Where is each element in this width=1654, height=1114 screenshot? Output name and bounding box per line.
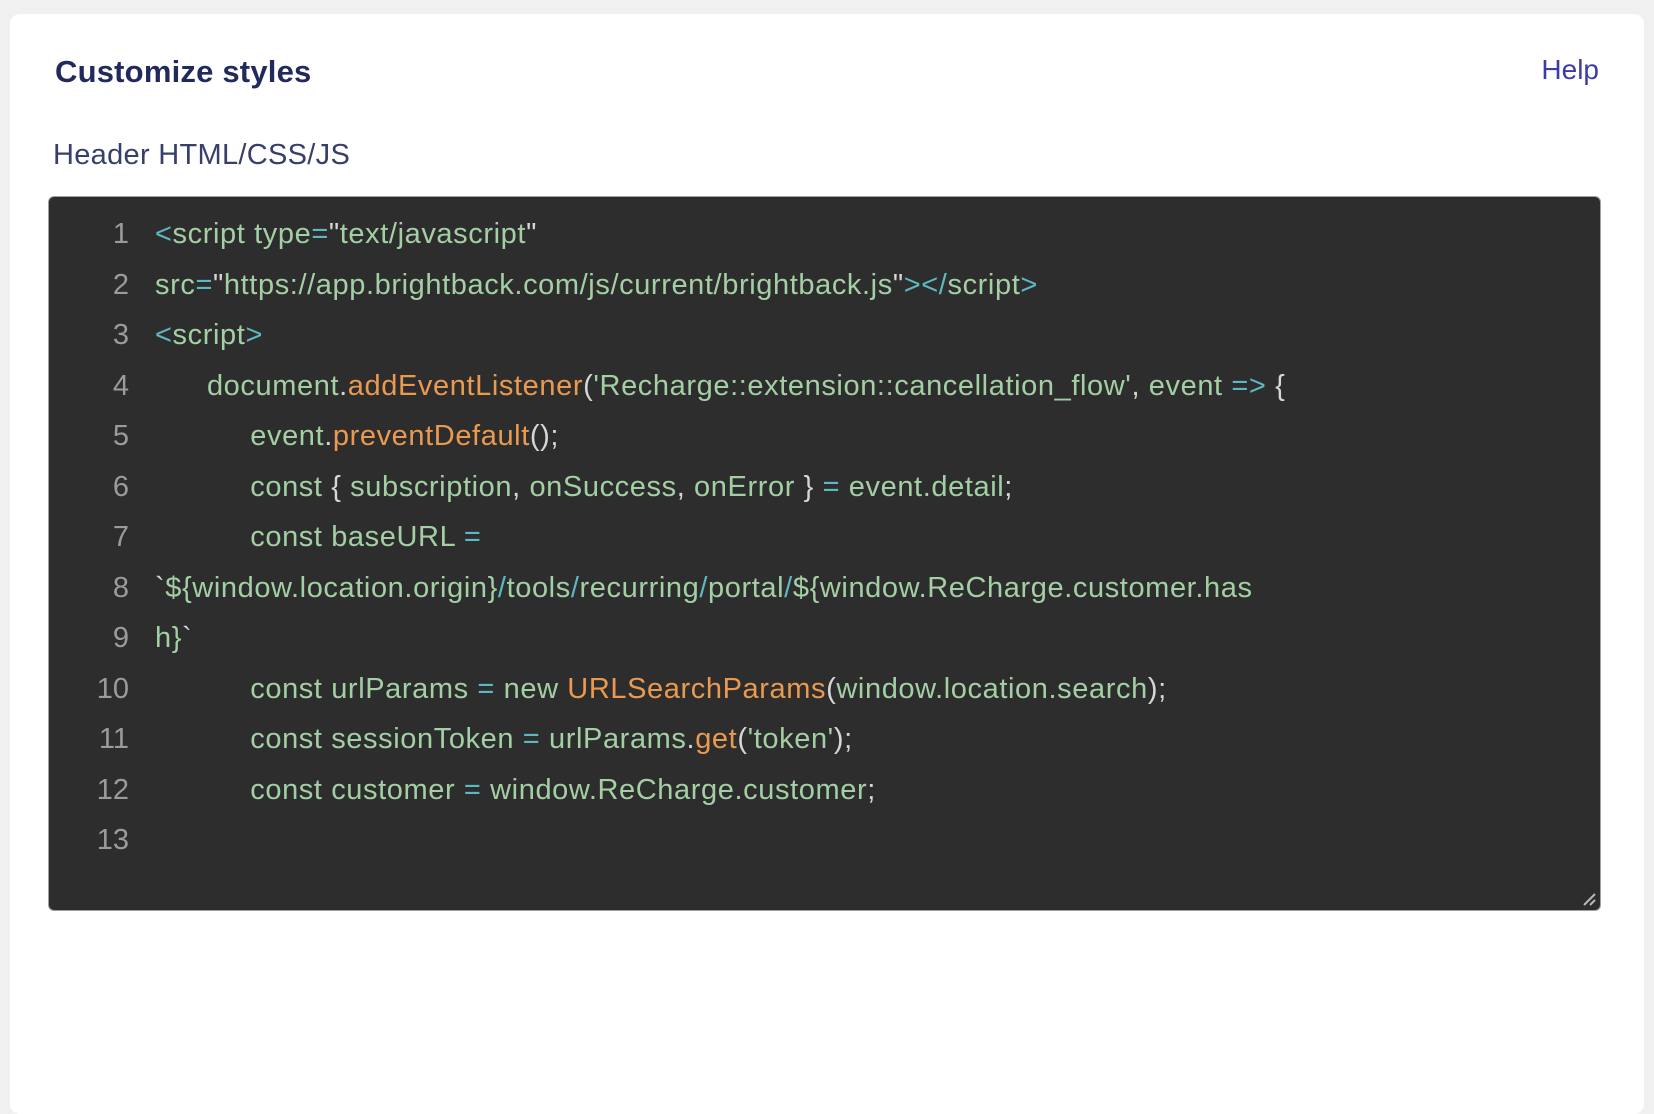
code-line-content: `${window.location.origin}/tools/recurri… [155, 571, 1253, 604]
code-line: 9 h}` [49, 613, 1600, 664]
line-number: 12 [96, 773, 129, 806]
resize-handle-icon[interactable] [1579, 889, 1597, 907]
line-number: 3 [112, 319, 129, 351]
customize-styles-card: Customize styles Help Header HTML/CSS/JS… [10, 14, 1644, 1114]
line-number: 9 [112, 622, 129, 654]
code-line-content: <script> [155, 319, 263, 351]
code-line-content: <script type="text/javascript" [155, 218, 537, 250]
line-number: 5 [112, 420, 129, 452]
code-line: 12 const customer = window.ReCharge.cust… [49, 765, 1600, 816]
code-line-content: const { subscription, onSuccess, onError… [250, 470, 1013, 503]
code-line: 10 const urlParams = new URLSearchParams… [49, 664, 1600, 715]
line-number: 10 [96, 672, 129, 705]
line-number: 2 [112, 268, 129, 301]
help-link[interactable]: Help [1541, 54, 1599, 85]
code-line-content: const baseURL = [250, 521, 482, 553]
code-line: 5 event.preventDefault(); [49, 411, 1600, 462]
line-number: 1 [112, 218, 129, 250]
code-lines: 1 <script type="text/javascript" 2 src="htt… [49, 209, 1600, 866]
editor-label: Header HTML/CSS/JS [53, 139, 351, 171]
code-line: 7 const baseURL = [49, 512, 1600, 563]
line-number: 6 [112, 470, 129, 503]
code-line-content: event.preventDefault(); [250, 420, 560, 452]
code-line-content: const urlParams = new URLSearchParams(wi… [250, 672, 1167, 705]
code-line: 13 [49, 815, 1600, 866]
code-editor[interactable]: 1 <script type="text/javascript" 2 src="htt… [48, 196, 1601, 911]
code-line: 1 <script type="text/javascript" [49, 209, 1600, 260]
line-number: 8 [112, 571, 129, 604]
code-line-content: const sessionToken = urlParams.get('toke… [250, 723, 853, 755]
code-line: 2 src="https://app.brightback.com/js/curr… [49, 260, 1600, 311]
line-number: 7 [112, 521, 129, 553]
code-line: 4 document.addEventListener('Recharge::e… [49, 361, 1600, 412]
code-line-content: h}` [155, 622, 193, 654]
code-line: 6 const { subscription, onSuccess, onErr… [49, 462, 1600, 513]
code-line: 3 <script> [49, 310, 1600, 361]
line-number: 13 [96, 824, 129, 856]
code-line: 11 const sessionToken = urlParams.get('t… [49, 714, 1600, 765]
card-header: Customize styles Help [10, 14, 1644, 90]
line-number: 11 [98, 723, 129, 755]
line-number: 4 [112, 369, 129, 402]
code-line-content: const customer = window.ReCharge.custome… [250, 773, 876, 806]
code-line-content: src="https://app.brightback.com/js/curre… [155, 268, 1038, 301]
page-title: Customize styles [55, 54, 312, 89]
code-line-content: document.addEventListener('Recharge::ext… [206, 369, 1286, 402]
code-line: 8 `${window.location.origin}/tools/recurr… [49, 563, 1600, 614]
